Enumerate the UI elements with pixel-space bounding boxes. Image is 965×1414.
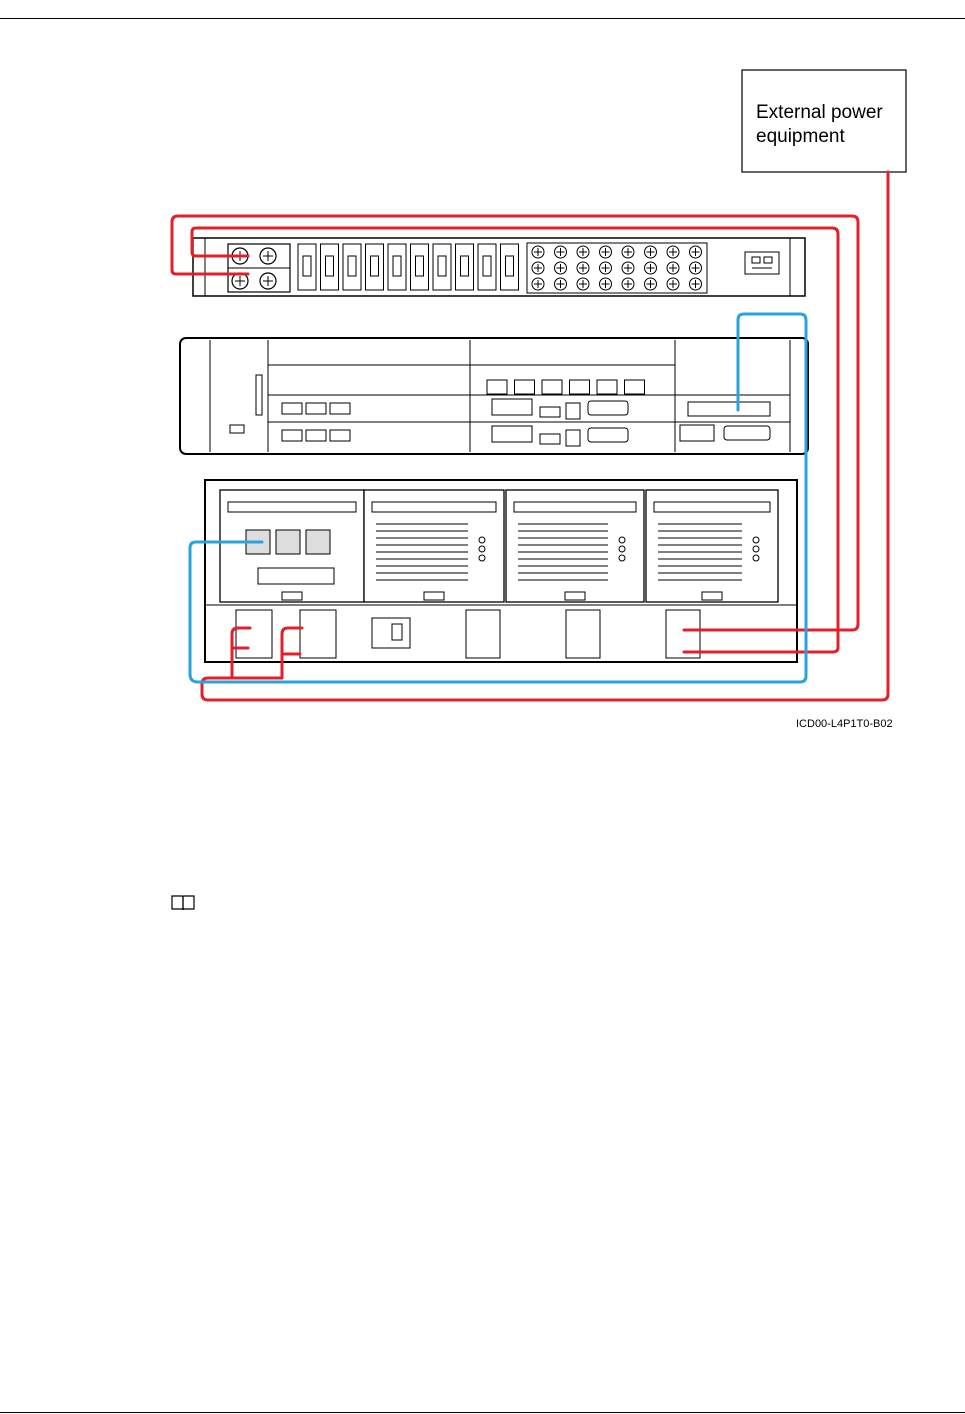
figure-id: ICD00-L4P1T0-B02 <box>796 718 893 730</box>
external-power-box: External power equipment <box>742 70 906 172</box>
breaker-toggle <box>326 256 334 276</box>
module-latch <box>565 592 585 600</box>
indicator-window <box>487 380 507 394</box>
external-box-label-line2: equipment <box>756 126 845 147</box>
status-led <box>479 537 485 543</box>
usb-port <box>540 407 560 417</box>
breaker-toggle <box>416 256 424 276</box>
breaker-toggle <box>371 256 379 276</box>
rj45-pair <box>492 426 532 442</box>
sfp-port <box>330 403 350 414</box>
monitor-port <box>276 530 300 554</box>
breaker-toggle <box>506 256 514 276</box>
switch <box>566 430 580 446</box>
book-icon <box>170 894 196 912</box>
module-latch <box>424 592 444 600</box>
serial-port <box>588 401 628 415</box>
rj45-pair <box>492 399 532 415</box>
power-distribution-unit <box>193 238 805 296</box>
module-handle <box>514 502 636 512</box>
indicator-window <box>542 380 562 394</box>
indicator-window <box>597 380 617 394</box>
terminal-screw-grid <box>527 243 707 293</box>
sfp-port <box>282 403 302 414</box>
breaker-toggle <box>348 256 356 276</box>
power-inlet <box>680 425 714 441</box>
breaker-toggle <box>438 256 446 276</box>
status-led <box>753 537 759 543</box>
module-handle <box>654 502 770 512</box>
serial-port <box>724 426 770 440</box>
status-led <box>619 537 625 543</box>
main-chassis <box>180 338 808 454</box>
sfp-port <box>306 430 326 441</box>
breaker-toggle <box>393 256 401 276</box>
sfp-port <box>282 430 302 441</box>
breaker-toggle <box>483 256 491 276</box>
indicator-window <box>515 380 535 394</box>
status-led <box>753 546 759 552</box>
usb-port <box>540 434 560 444</box>
footer-rule <box>0 1412 965 1413</box>
module-handle <box>228 502 356 512</box>
status-led <box>753 555 759 561</box>
status-led <box>619 555 625 561</box>
breaker-toggle <box>461 256 469 276</box>
module-handle <box>372 502 496 512</box>
external-box-label-line1: External power <box>756 102 883 123</box>
status-led <box>479 546 485 552</box>
module-latch <box>282 592 302 600</box>
rectifier-modules <box>220 490 778 602</box>
monitor-port <box>306 530 330 554</box>
status-led <box>479 555 485 561</box>
label-slot <box>258 568 334 584</box>
sfp-port <box>330 430 350 441</box>
switch <box>566 403 580 419</box>
power-subrack <box>205 480 797 662</box>
rj45-quad <box>688 402 770 416</box>
indicator-window <box>570 380 590 394</box>
module-latch <box>702 592 722 600</box>
indicator-window <box>625 380 645 394</box>
sfp-port <box>306 403 326 414</box>
breaker-toggle <box>303 256 311 276</box>
serial-port <box>588 428 628 442</box>
status-led <box>619 546 625 552</box>
cabling-diagram: External power equipment <box>0 0 965 760</box>
